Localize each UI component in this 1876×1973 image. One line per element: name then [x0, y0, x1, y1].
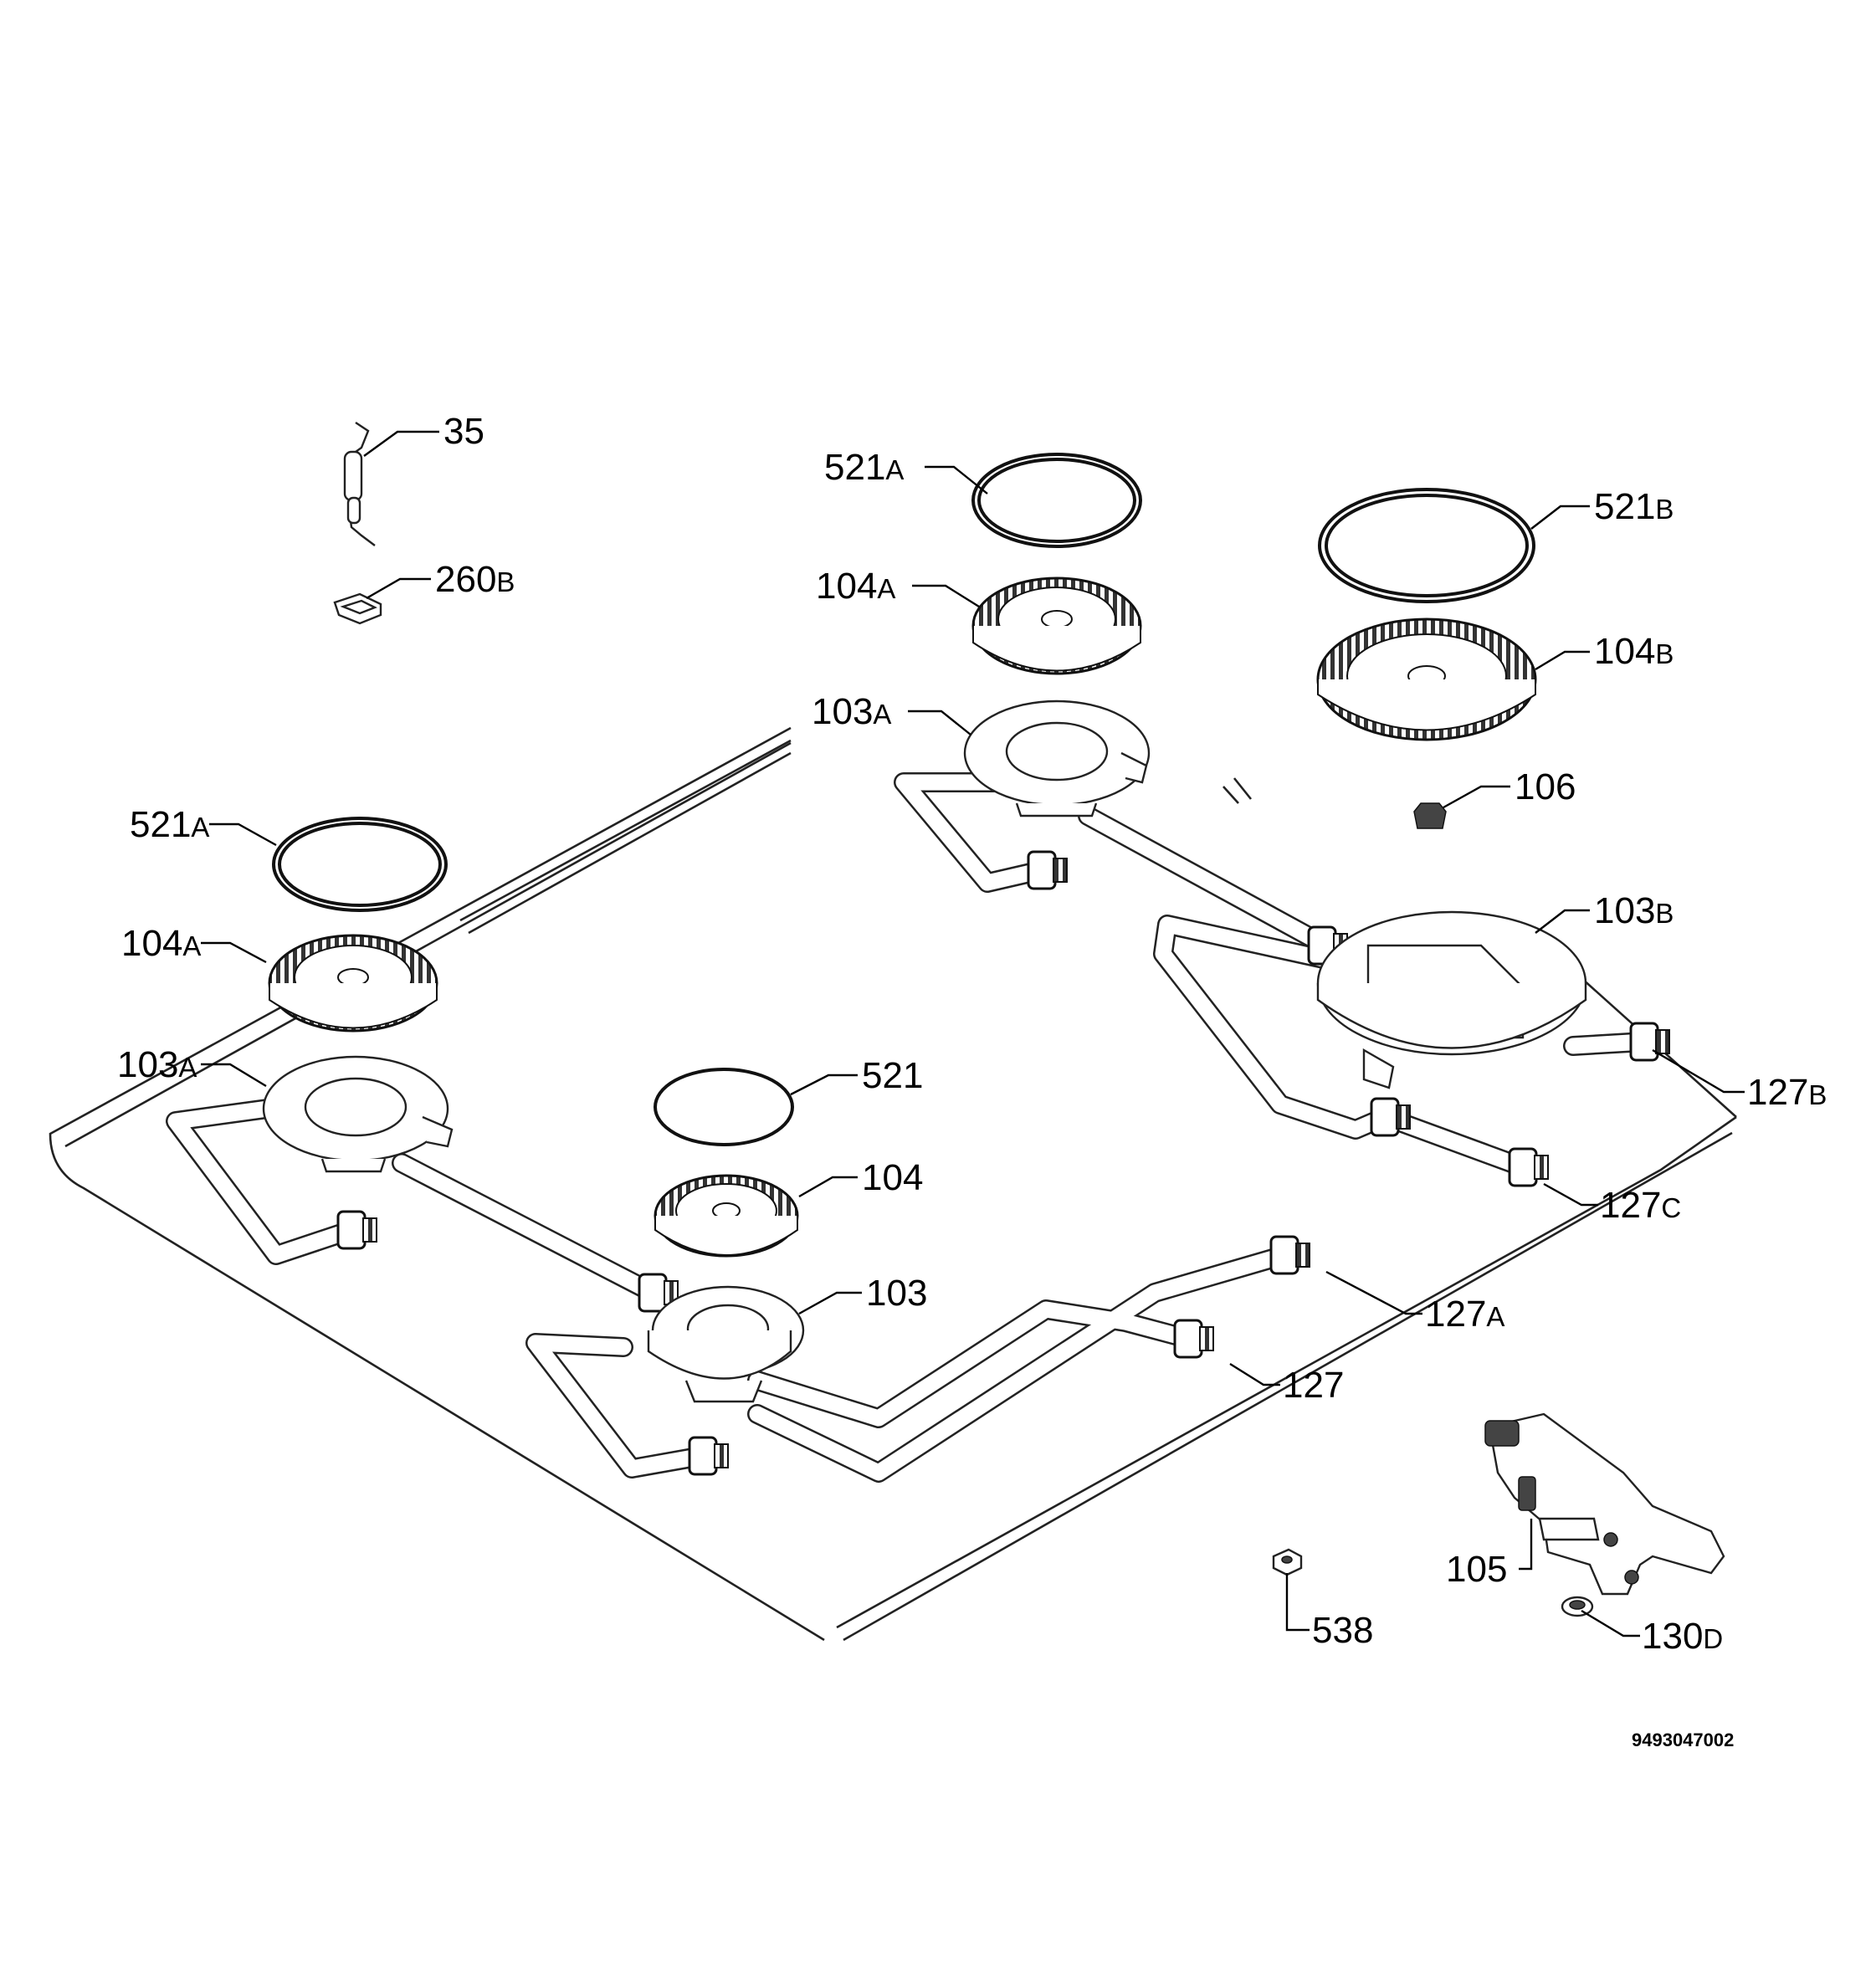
pipe-segment-core: [749, 1301, 1197, 1427]
pipe-nut: [336, 1210, 366, 1250]
pipe-nut: [1629, 1022, 1659, 1062]
pipe-segment-core: [393, 1155, 661, 1301]
label-260b: 260B: [435, 559, 515, 600]
pipe-thread: [714, 1443, 729, 1468]
spark-electrode: [343, 422, 376, 546]
part-labels: 35 260B 521A 104A 103A 521B 104B 106 103…: [117, 411, 1827, 1750]
label-104a-top: 104A: [816, 566, 895, 607]
pipe-segment-core: [167, 1100, 360, 1263]
label-103: 103: [866, 1273, 927, 1314]
gas-pipes: [166, 772, 1670, 1483]
drawing-reference-number: 9493047002: [1632, 1730, 1734, 1750]
pipe-thread: [1295, 1243, 1310, 1268]
pipe-segment-core: [1389, 1113, 1531, 1176]
gas-tap: [1484, 1412, 1725, 1596]
label-106: 106: [1515, 766, 1576, 807]
pipe-nut: [688, 1436, 718, 1476]
pipe-thread: [1534, 1155, 1549, 1180]
label-104a-left: 104A: [121, 923, 201, 964]
pipe-nut: [1027, 850, 1057, 890]
fixing-nut: [1272, 1548, 1303, 1576]
pipe-segment-core: [895, 774, 1050, 891]
pipe-segment-core: [1079, 807, 1326, 950]
burner-left: [262, 817, 454, 1173]
ignition-clip: [333, 592, 382, 625]
tap-washer: [1561, 1596, 1594, 1617]
label-104: 104: [862, 1157, 923, 1198]
label-521a-left: 521A: [130, 804, 209, 845]
pipe-nut: [1269, 1235, 1299, 1275]
pipe-thread: [1655, 1029, 1670, 1054]
burner-centre: [647, 1068, 805, 1403]
leader-lines: [201, 430, 1745, 1637]
pipe-nut: [1508, 1147, 1538, 1187]
label-103a-top: 103A: [812, 691, 891, 732]
burner-top-middle: [963, 453, 1151, 817]
pipe-nut: [638, 1273, 668, 1313]
label-130d: 130D: [1642, 1616, 1723, 1657]
burner-top-right: [1316, 488, 1587, 1089]
label-127: 127: [1283, 1365, 1344, 1406]
pipe-thread: [1396, 1104, 1411, 1130]
label-127b: 127B: [1747, 1072, 1827, 1113]
pipe-thread: [1199, 1326, 1214, 1351]
label-127c: 127C: [1600, 1185, 1681, 1226]
label-103b: 103B: [1594, 890, 1674, 931]
pipe-nut: [1173, 1319, 1203, 1359]
pipe-segment-core: [527, 1335, 711, 1477]
label-521a-top: 521A: [824, 447, 904, 488]
label-35: 35: [443, 411, 484, 452]
pipe-thread: [362, 1217, 377, 1243]
label-538: 538: [1312, 1610, 1373, 1651]
pipe-segment: [747, 1245, 1294, 1483]
label-104b: 104B: [1594, 631, 1674, 672]
label-103a-left: 103A: [117, 1044, 197, 1085]
pipe-cores: [167, 774, 1653, 1481]
label-127a: 127A: [1425, 1294, 1504, 1335]
label-105: 105: [1446, 1549, 1507, 1590]
pipe-thread: [1053, 858, 1068, 883]
pipe-segment-core: [749, 1247, 1293, 1481]
label-521b: 521B: [1594, 486, 1674, 527]
pipe-nut: [1370, 1097, 1400, 1137]
label-521: 521: [862, 1055, 923, 1096]
pipe-segment-core: [1155, 916, 1393, 1138]
